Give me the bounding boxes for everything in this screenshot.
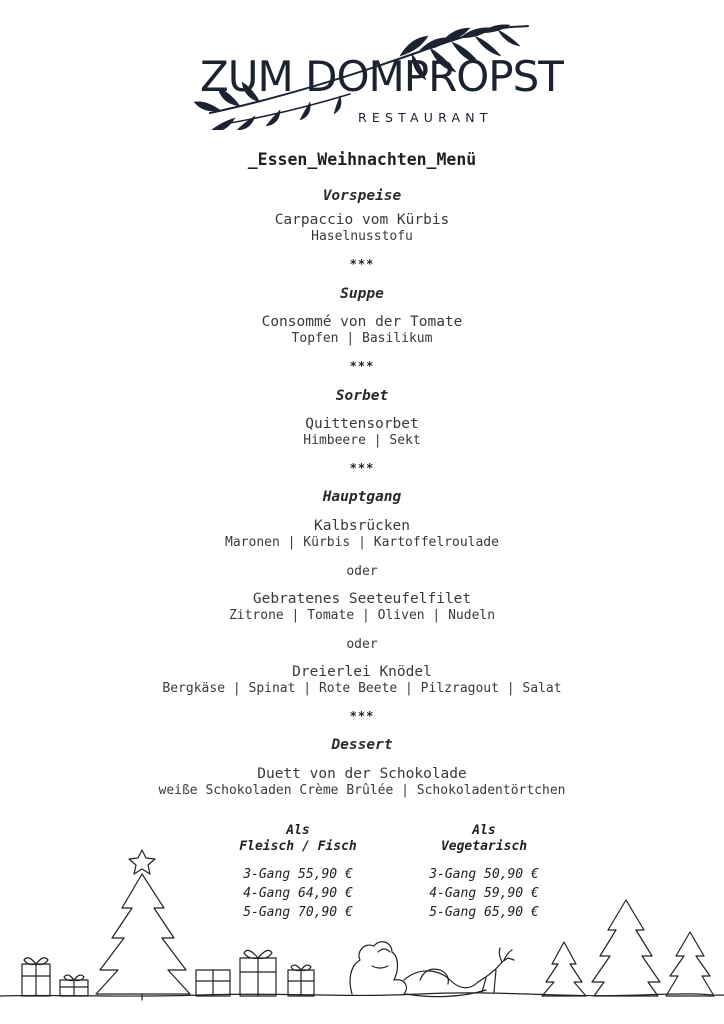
price-item: 4-Gang 64,90 € bbox=[243, 886, 353, 901]
separator: *** bbox=[349, 359, 375, 373]
dish-detail-vorspeise: Haselnusstofu bbox=[311, 229, 413, 244]
separator: *** bbox=[349, 709, 375, 723]
leaf-branch-icon bbox=[193, 24, 529, 130]
sleigh-icon bbox=[403, 970, 487, 998]
restaurant-logo: ZUM DOMPROPST RESTAURANT bbox=[190, 18, 564, 130]
dish-hauptgang-2: Gebratenes Seeteufelfilet bbox=[252, 591, 472, 607]
christmas-line-drawing bbox=[0, 849, 724, 1001]
or-text: oder bbox=[346, 637, 378, 652]
dish-detail-hauptgang-3: Bergkäse | Spinat | Rote Beete | Pilzrag… bbox=[162, 681, 562, 696]
dish-dessert: Duett von der Schokolade bbox=[257, 766, 467, 782]
dish-detail-sorbet: Himbeere | Sekt bbox=[303, 433, 421, 448]
dish-sorbet: Quittensorbet bbox=[305, 416, 419, 432]
dish-vorspeise: Carpaccio vom Kürbis bbox=[274, 212, 450, 228]
course-label-dessert: Dessert bbox=[331, 737, 393, 753]
price-item: 5-Gang 65,90 € bbox=[429, 905, 539, 920]
dish-detail-suppe: Topfen | Basilikum bbox=[291, 331, 433, 346]
price-heading-line2: Fleisch / Fisch bbox=[239, 839, 357, 854]
course-label-sorbet: Sorbet bbox=[335, 388, 389, 404]
logo-subtitle: RESTAURANT bbox=[358, 110, 493, 125]
santa-icon bbox=[349, 941, 407, 995]
tree-icon bbox=[95, 873, 191, 995]
price-block-vegetarian: Als Vegetarisch 3-Gang 50,90 € 4-Gang 59… bbox=[394, 823, 574, 922]
dish-detail-hauptgang-2: Zitrone | Tomate | Oliven | Nudeln bbox=[228, 608, 496, 623]
star-icon bbox=[128, 849, 156, 875]
tree-icon bbox=[541, 941, 587, 997]
or-text: oder bbox=[346, 564, 378, 579]
reindeer-icon bbox=[477, 947, 515, 993]
dish-detail-dessert: weiße Schokoladen Crème Brûlée | Schokol… bbox=[158, 783, 566, 798]
dish-hauptgang-3: Dreierlei Knödel bbox=[292, 664, 432, 680]
price-heading-line1: Als bbox=[286, 823, 310, 838]
price-item: 3-Gang 50,90 € bbox=[429, 867, 539, 882]
price-heading-line2: Vegetarisch bbox=[440, 839, 528, 854]
price-item: 5-Gang 70,90 € bbox=[243, 905, 353, 920]
tree-icon bbox=[665, 931, 715, 997]
course-label-vorspeise: Vorspeise bbox=[322, 188, 402, 204]
menu-title: _Essen_Weihnachten_Menü bbox=[247, 150, 477, 169]
course-label-hauptgang: Hauptgang bbox=[322, 489, 402, 505]
price-heading-line1: Als bbox=[472, 823, 496, 838]
price-block-meat: Als Fleisch / Fisch 3-Gang 55,90 € 4-Gan… bbox=[208, 823, 388, 922]
dish-hauptgang-1: Kalbsrücken bbox=[313, 518, 411, 534]
tree-icon bbox=[591, 899, 661, 997]
separator: *** bbox=[349, 257, 375, 271]
price-item: 4-Gang 59,90 € bbox=[429, 886, 539, 901]
dish-detail-hauptgang-1: Maronen | Kürbis | Kartoffelroulade bbox=[225, 535, 499, 550]
course-label-suppe: Suppe bbox=[340, 286, 384, 302]
logo-name: ZUM DOMPROPST bbox=[200, 52, 564, 101]
price-item: 3-Gang 55,90 € bbox=[243, 867, 353, 882]
dish-suppe: Consommé von der Tomate bbox=[261, 314, 463, 330]
separator: *** bbox=[349, 461, 375, 475]
